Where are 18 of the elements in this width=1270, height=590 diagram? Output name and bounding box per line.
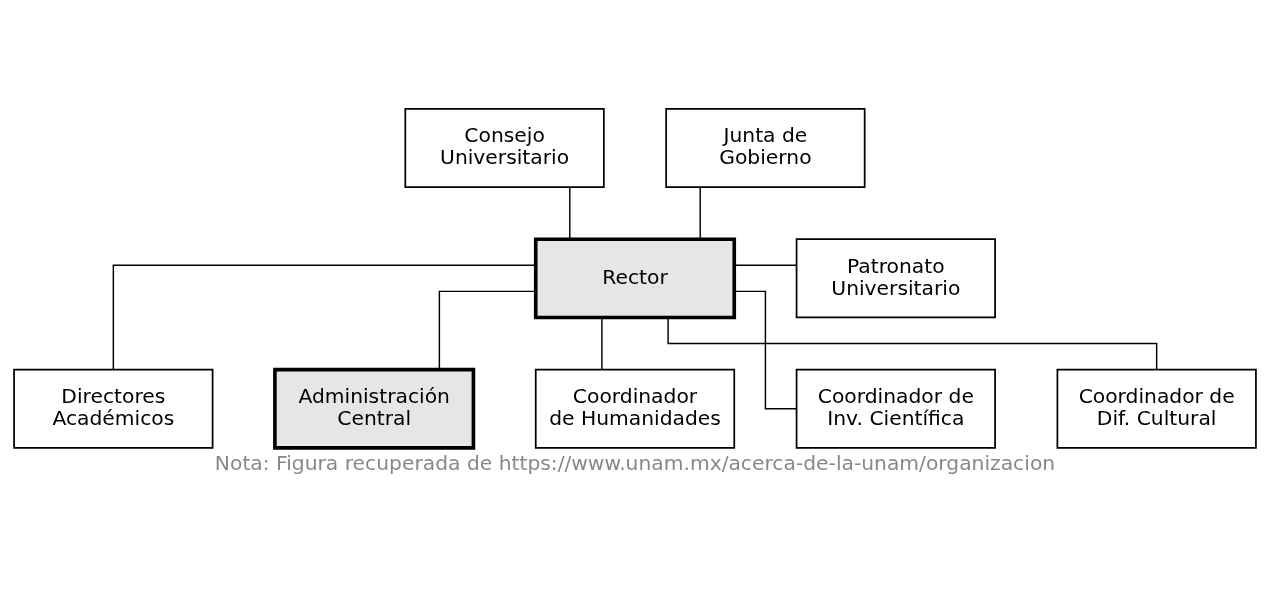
connector bbox=[438, 290, 537, 370]
connector bbox=[667, 317, 1158, 371]
node-box: Rector bbox=[533, 237, 737, 320]
connector bbox=[699, 186, 701, 240]
node-box: Junta de Gobierno bbox=[665, 107, 866, 188]
node-box: Coordinador de Humanidades bbox=[534, 368, 736, 449]
node-box: Coordinador de Inv. Científica bbox=[795, 368, 996, 449]
node-box: Administración Central bbox=[273, 367, 476, 450]
node-box: Patronato Universitario bbox=[795, 238, 996, 319]
caption: Nota: Figura recuperada de https://www.unam.mx/acerca-de-la-unam/organizacion bbox=[214, 450, 1056, 475]
connector bbox=[112, 264, 537, 371]
node-box: Coordinador de Dif. Cultural bbox=[1056, 368, 1257, 449]
node-box: Consejo Universitario bbox=[404, 107, 605, 188]
connector bbox=[733, 264, 798, 266]
connector bbox=[569, 186, 571, 240]
node-box: Directores Académicos bbox=[13, 368, 214, 449]
connector bbox=[733, 290, 798, 410]
connector bbox=[601, 316, 603, 370]
